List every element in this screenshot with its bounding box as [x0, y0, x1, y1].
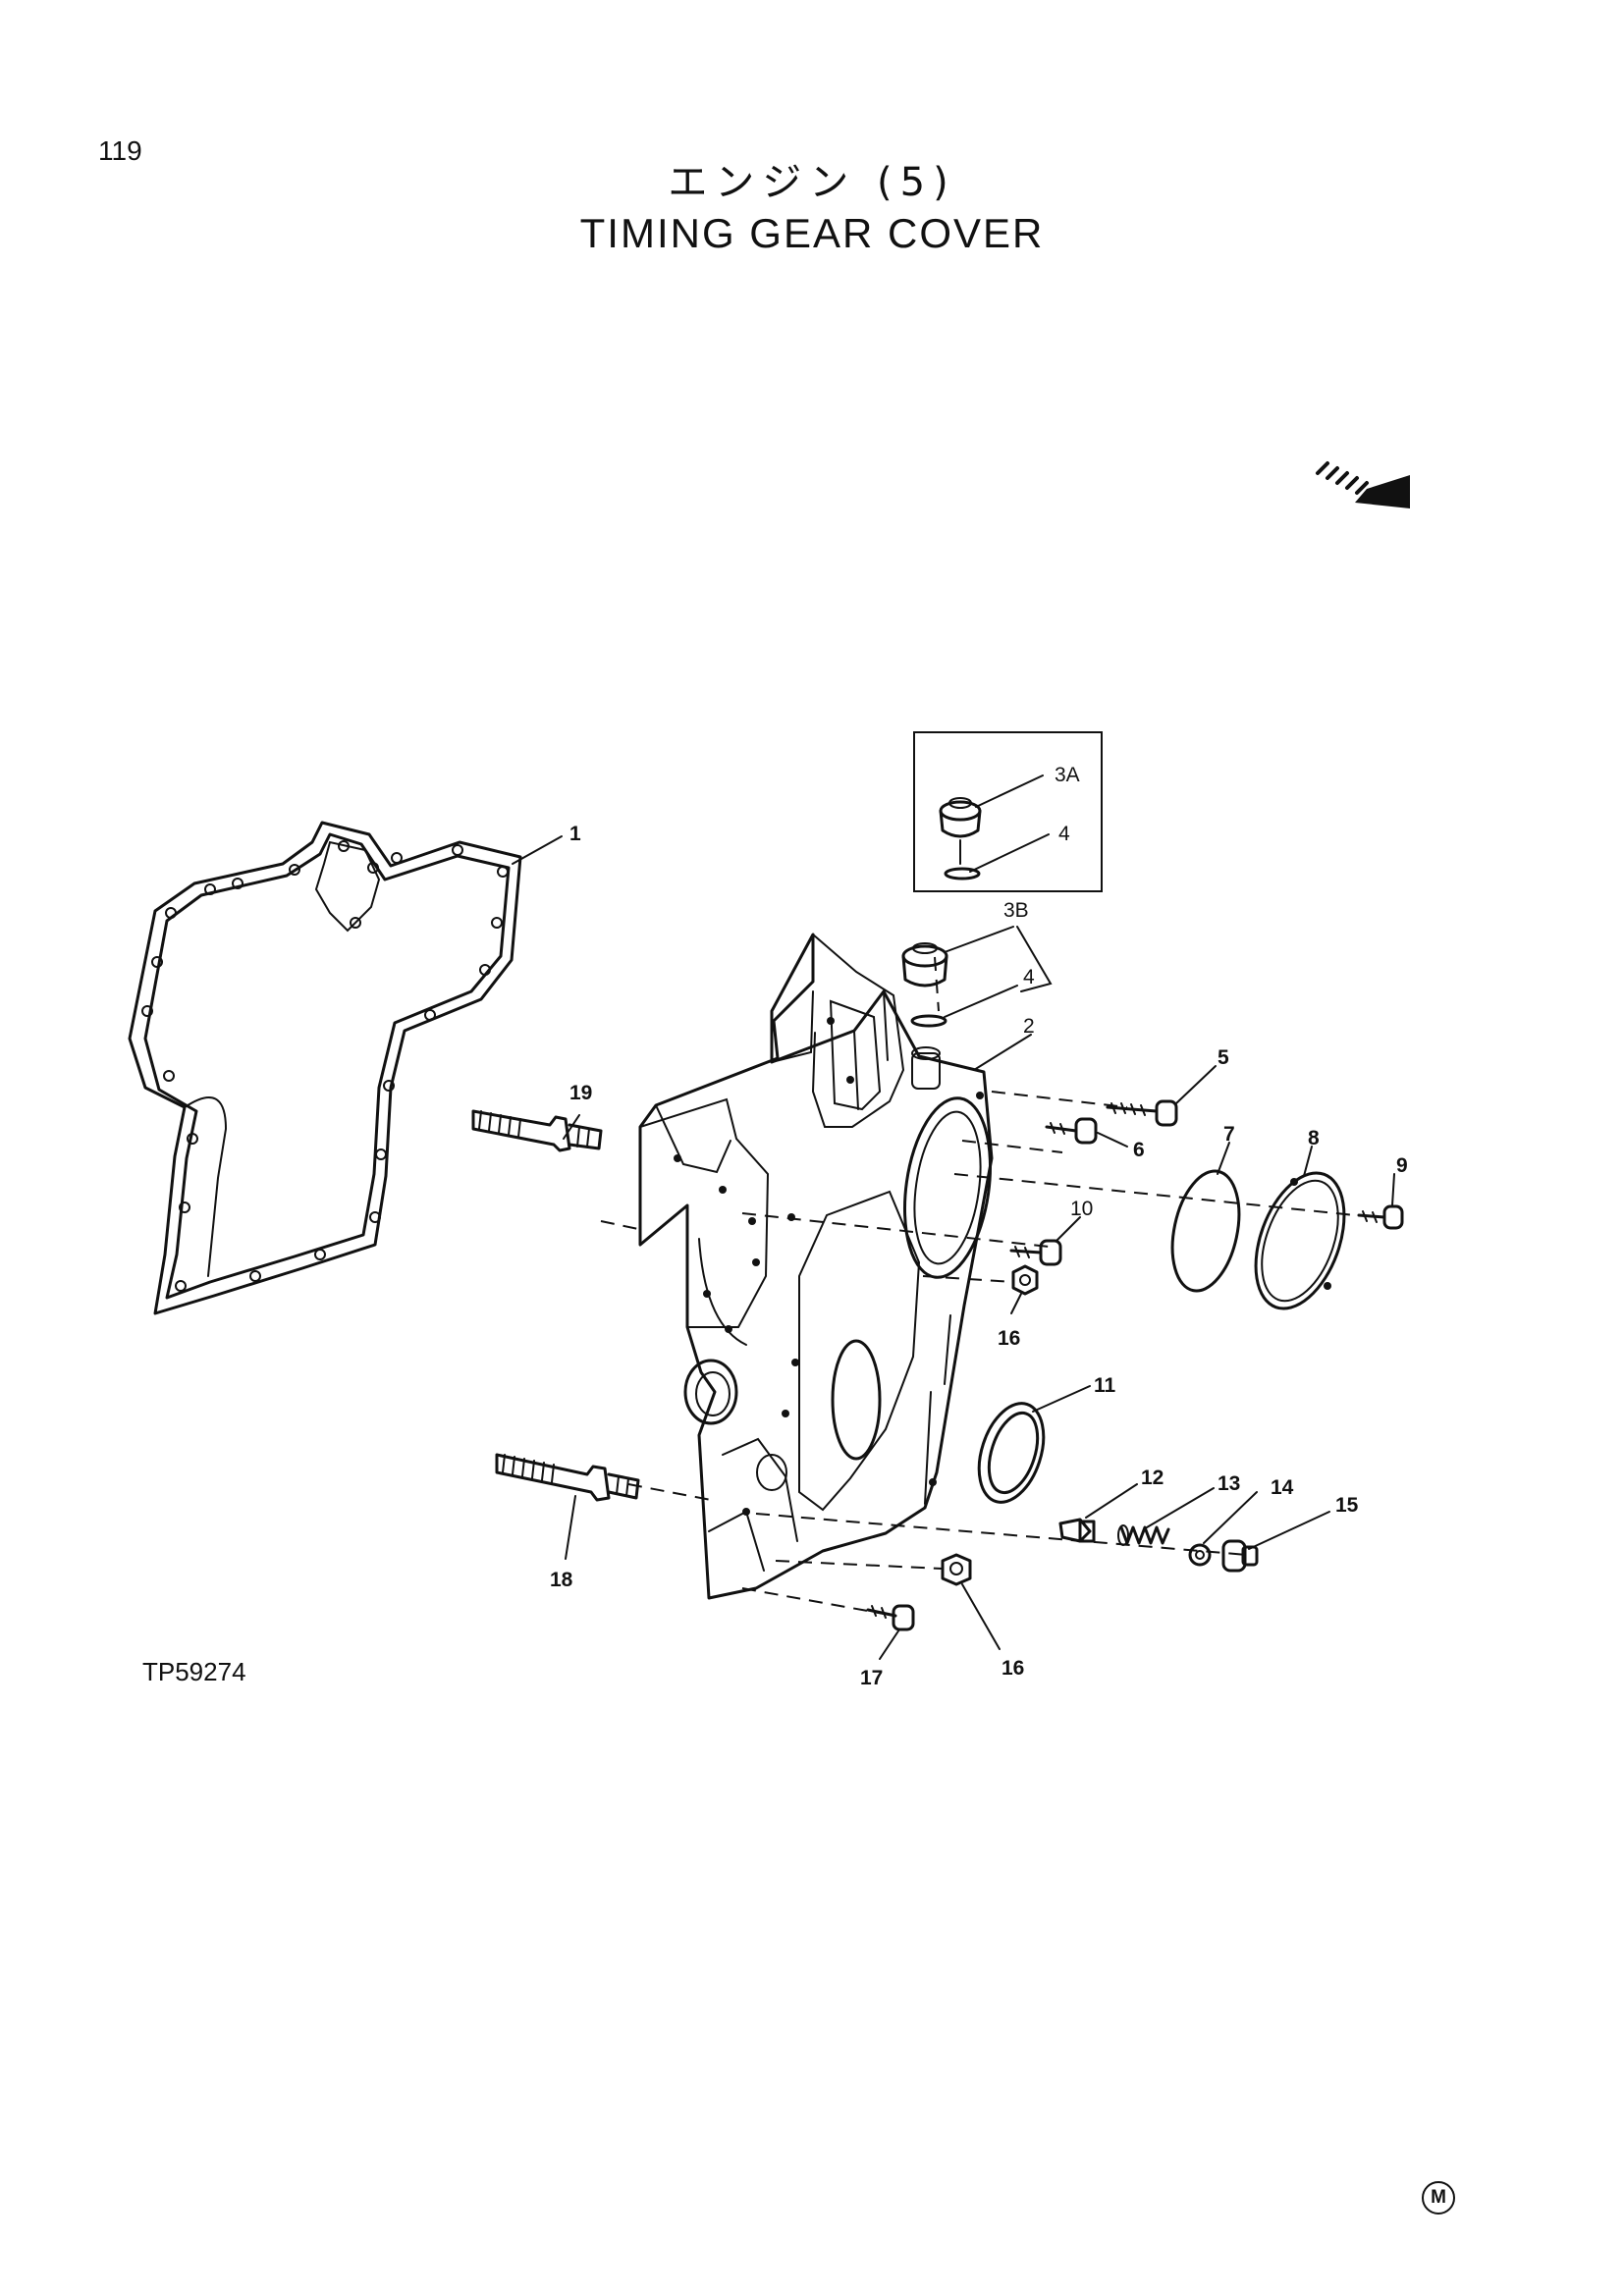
- drawing-code: TP59274: [142, 1657, 246, 1686]
- timing-gear-cover-part-2: [638, 933, 994, 1600]
- callout-16-upper: 16: [998, 1327, 1020, 1350]
- bolt-part-5: [1106, 1099, 1178, 1127]
- callout-3a: 3A: [1055, 764, 1080, 786]
- callout-13: 13: [1218, 1472, 1240, 1495]
- seal-part-11: [977, 1402, 1046, 1504]
- callout-6: 6: [1133, 1139, 1145, 1161]
- direction-arrow-icon: [1316, 461, 1410, 508]
- page-title: TIMING GEAR COVER: [579, 210, 1045, 256]
- leader-lines: [512, 774, 1395, 1660]
- spring-part-13: [1117, 1524, 1170, 1546]
- breather-part-3b: [901, 942, 948, 988]
- callout-8: 8: [1308, 1127, 1320, 1149]
- callout-3b: 3B: [1003, 899, 1029, 922]
- callout-4: 4: [1023, 966, 1035, 988]
- callout-19: 19: [569, 1082, 592, 1104]
- o-ring-part-7: [1170, 1169, 1241, 1293]
- bolt-part-6: [1045, 1117, 1098, 1145]
- o-ring-part-4b: [910, 1014, 947, 1028]
- callout-15: 15: [1335, 1494, 1359, 1517]
- callout-9: 9: [1396, 1154, 1408, 1177]
- gasket-part-1: [128, 821, 522, 1315]
- bolt-part-9: [1357, 1204, 1404, 1230]
- breather-cap-part-3a: [939, 797, 982, 865]
- nut-part-16-upper: [1011, 1264, 1039, 1296]
- callout-16-lower: 16: [1001, 1657, 1024, 1680]
- stud-part-18: [495, 1453, 640, 1502]
- title-block: エンジン (5) TIMING GEAR COVER: [0, 159, 1624, 259]
- callout-12: 12: [1141, 1467, 1164, 1489]
- callout-11: 11: [1094, 1374, 1116, 1397]
- callout-7: 7: [1223, 1123, 1235, 1146]
- callout-4-inset: 4: [1058, 823, 1070, 845]
- washer-part-14: [1188, 1543, 1212, 1567]
- callout-14: 14: [1271, 1476, 1294, 1499]
- callout-5: 5: [1218, 1046, 1229, 1069]
- inset-box: [913, 731, 1103, 892]
- page-number: 119: [98, 135, 142, 166]
- cover-plate-part-8: [1254, 1171, 1346, 1310]
- plunger-part-12: [1058, 1518, 1096, 1543]
- circled-m-mark: M: [1422, 2181, 1455, 2215]
- callout-18: 18: [550, 1569, 573, 1591]
- nut-part-16-lower: [941, 1553, 972, 1586]
- bracket-3b-4: [1016, 926, 1053, 992]
- bolt-part-10: [1009, 1239, 1062, 1266]
- callout-10: 10: [1070, 1198, 1093, 1220]
- stud-part-19: [471, 1109, 603, 1152]
- callout-17: 17: [860, 1667, 883, 1689]
- bolt-part-17: [866, 1604, 915, 1631]
- o-ring-part-4a: [944, 867, 981, 881]
- page-title-japanese: エンジン (5): [668, 160, 956, 205]
- callout-1: 1: [569, 823, 581, 845]
- callout-2: 2: [1023, 1015, 1035, 1038]
- assembly-lines: [600, 956, 1356, 1615]
- plug-part-15: [1221, 1539, 1259, 1573]
